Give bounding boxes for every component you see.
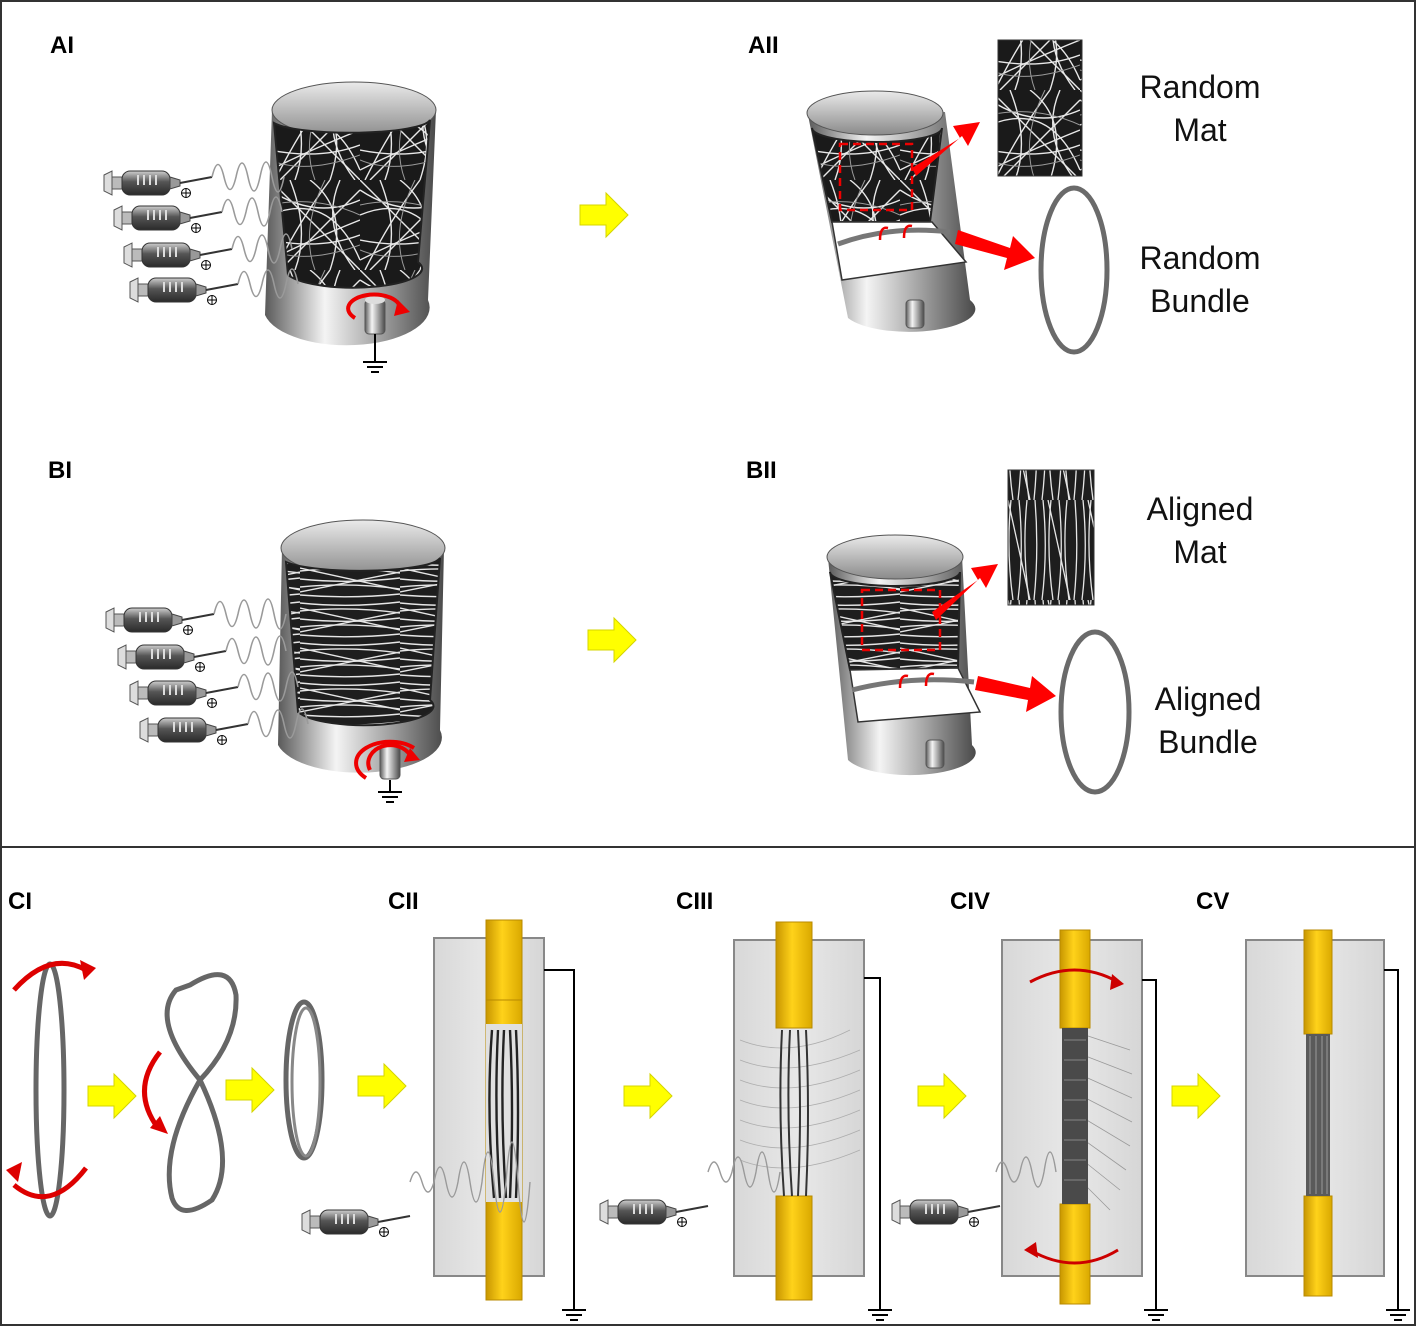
top-panel (0, 0, 1416, 848)
caption-random-mat: Random Mat (1110, 66, 1290, 152)
syringe-icon (139, 717, 249, 746)
caption-aligned-bundle-line1: Aligned (1154, 681, 1262, 717)
right-arrow-icon (1171, 1073, 1221, 1119)
label-CIV: CIV (950, 888, 991, 915)
right-arrow-icon (225, 1067, 275, 1113)
label-AII: AII (748, 32, 779, 59)
collector-drum-AI (265, 81, 437, 373)
aligned-bundle-ring (1058, 629, 1132, 795)
label-CIII: CIII (676, 888, 714, 915)
syringe-icon (129, 277, 239, 306)
syringes-AI (103, 161, 299, 306)
right-arrow-icon (587, 617, 637, 663)
caption-random-mat-line1: Random (1139, 69, 1261, 105)
caption-aligned-mat: Aligned Mat (1110, 488, 1290, 574)
ring-twisting-CI (6, 960, 407, 1219)
collector-frame-CIV (891, 929, 1169, 1321)
label-AI: AI (50, 32, 74, 59)
caption-aligned-bundle-line2: Bundle (1158, 724, 1258, 760)
syringe-icon (105, 607, 215, 636)
label-BI: BI (48, 457, 72, 484)
red-arrows-AII (912, 122, 1035, 270)
syringe-icon (129, 680, 239, 709)
label-CII: CII (388, 888, 419, 915)
syringe-icon (113, 205, 223, 234)
right-arrow-icon (917, 1073, 967, 1119)
label-CI: CI (8, 888, 32, 915)
collector-frame-CII (301, 919, 587, 1321)
right-arrow-icon (357, 1063, 407, 1109)
collector-frame-CV (1245, 929, 1411, 1321)
random-bundle-ring (1038, 185, 1110, 355)
caption-random-mat-line2: Mat (1173, 112, 1227, 148)
random-mat-sem-image (997, 39, 1083, 177)
caption-aligned-bundle: Aligned Bundle (1118, 678, 1298, 764)
collector-drum-BI (278, 519, 446, 803)
right-arrow-icon (579, 192, 629, 238)
syringe-icon (117, 644, 227, 673)
syringe-icon (599, 1199, 709, 1228)
caption-random-bundle-line2: Bundle (1150, 283, 1250, 319)
label-CV: CV (1196, 888, 1230, 915)
label-BII: BII (746, 457, 777, 484)
syringe-icon (301, 1209, 411, 1238)
syringe-icon (103, 170, 213, 199)
aligned-mat-sem-image (1007, 469, 1095, 606)
collector-drum-BII (826, 534, 982, 776)
caption-random-bundle: Random Bundle (1110, 237, 1290, 323)
syringes-BI (105, 598, 309, 746)
collector-drum-AII (806, 90, 976, 332)
syringe-icon (891, 1199, 1001, 1228)
right-arrow-icon (87, 1073, 137, 1119)
caption-random-bundle-line1: Random (1139, 240, 1261, 276)
right-arrow-icon (623, 1073, 673, 1119)
red-arrows-BII (932, 564, 1056, 712)
caption-aligned-mat-line1: Aligned (1146, 491, 1254, 527)
collector-frame-CIII (599, 921, 893, 1321)
caption-aligned-mat-line2: Mat (1173, 534, 1227, 570)
syringe-icon (123, 242, 233, 271)
